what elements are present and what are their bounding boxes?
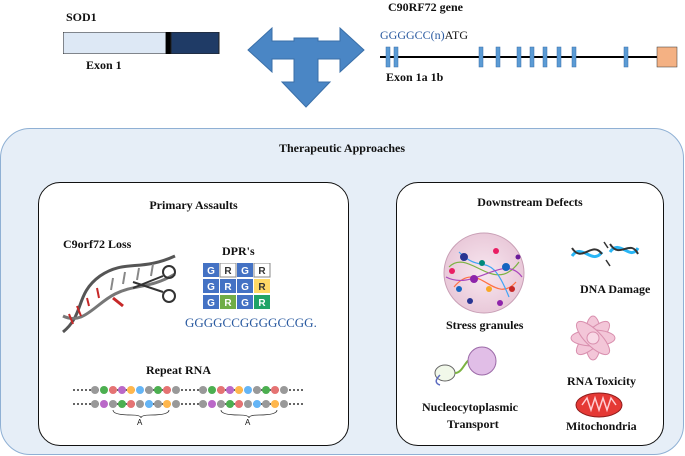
c9-repeat-label: GGGGCC(n) xyxy=(380,28,445,42)
rna-a-label-2: A xyxy=(245,418,251,427)
sod1-exon-label: Exon 1 xyxy=(86,58,122,72)
repeat-sequence: GGGGCCGGGGCCGG. xyxy=(185,315,317,330)
c9-repeat-atg: GGGGCC(n)ATG xyxy=(380,28,468,43)
svg-text:G: G xyxy=(241,266,249,277)
c9-title: C90RF72 gene xyxy=(388,0,463,14)
sod1-gene-bar xyxy=(63,32,220,54)
svg-text:R: R xyxy=(224,282,232,293)
svg-text:R: R xyxy=(258,266,266,277)
repeat-rna-strands xyxy=(73,382,305,426)
three-way-arrow-icon xyxy=(246,14,366,108)
dna-damage-label: DNA Damage xyxy=(580,282,651,296)
svg-text:G: G xyxy=(241,298,249,309)
rna-toxicity-icon xyxy=(563,308,623,368)
dpr-grid: G R G R G R G R G R G R xyxy=(203,263,271,309)
dpr-grid-graphic: G R G R G R G R G R G R xyxy=(203,263,271,309)
primary-assaults-title: Primary Assaults xyxy=(149,198,238,212)
c9-exon-label: Exon 1a 1b xyxy=(386,70,444,84)
repeat-rna-label: Repeat RNA xyxy=(146,363,211,377)
stress-granules-label: Stress granules xyxy=(446,318,524,332)
mitochondria-icon xyxy=(574,390,624,420)
stress-granule-icon xyxy=(434,227,534,317)
svg-text:R: R xyxy=(258,282,266,293)
primary-assaults-box xyxy=(38,182,349,446)
svg-text:G: G xyxy=(241,282,249,293)
rna-a-label-1: A xyxy=(137,418,143,427)
therapeutic-title: Therapeutic Approaches xyxy=(278,141,406,155)
svg-text:G: G xyxy=(207,266,215,277)
dna-scissors-icon xyxy=(55,254,185,334)
nucleocytoplasmic-label-2: Transport xyxy=(447,417,499,431)
svg-text:G: G xyxy=(207,282,215,293)
c9-gene-map xyxy=(380,44,680,70)
sod1-title: SOD1 xyxy=(66,10,97,24)
c9orf72-loss-label: C9orf72 Loss xyxy=(63,237,132,251)
mitochondria-label: Mitochondria xyxy=(566,419,637,433)
rna-toxicity-label: RNA Toxicity xyxy=(567,374,637,388)
nucleocytoplasmic-label-1: Nucleocytoplasmic xyxy=(422,400,518,414)
sod1-gene-graphic xyxy=(63,32,220,54)
downstream-defects-title: Downstream Defects xyxy=(477,195,583,209)
svg-text:G: G xyxy=(207,298,215,309)
nuclear-transport-icon xyxy=(430,345,500,390)
dna-damage-icon xyxy=(570,238,640,268)
svg-text:R: R xyxy=(224,298,232,309)
svg-text:R: R xyxy=(258,298,266,309)
c9-atg-label: ATG xyxy=(444,28,469,42)
svg-text:R: R xyxy=(224,266,232,277)
dpr-title: DPR's xyxy=(222,244,255,258)
